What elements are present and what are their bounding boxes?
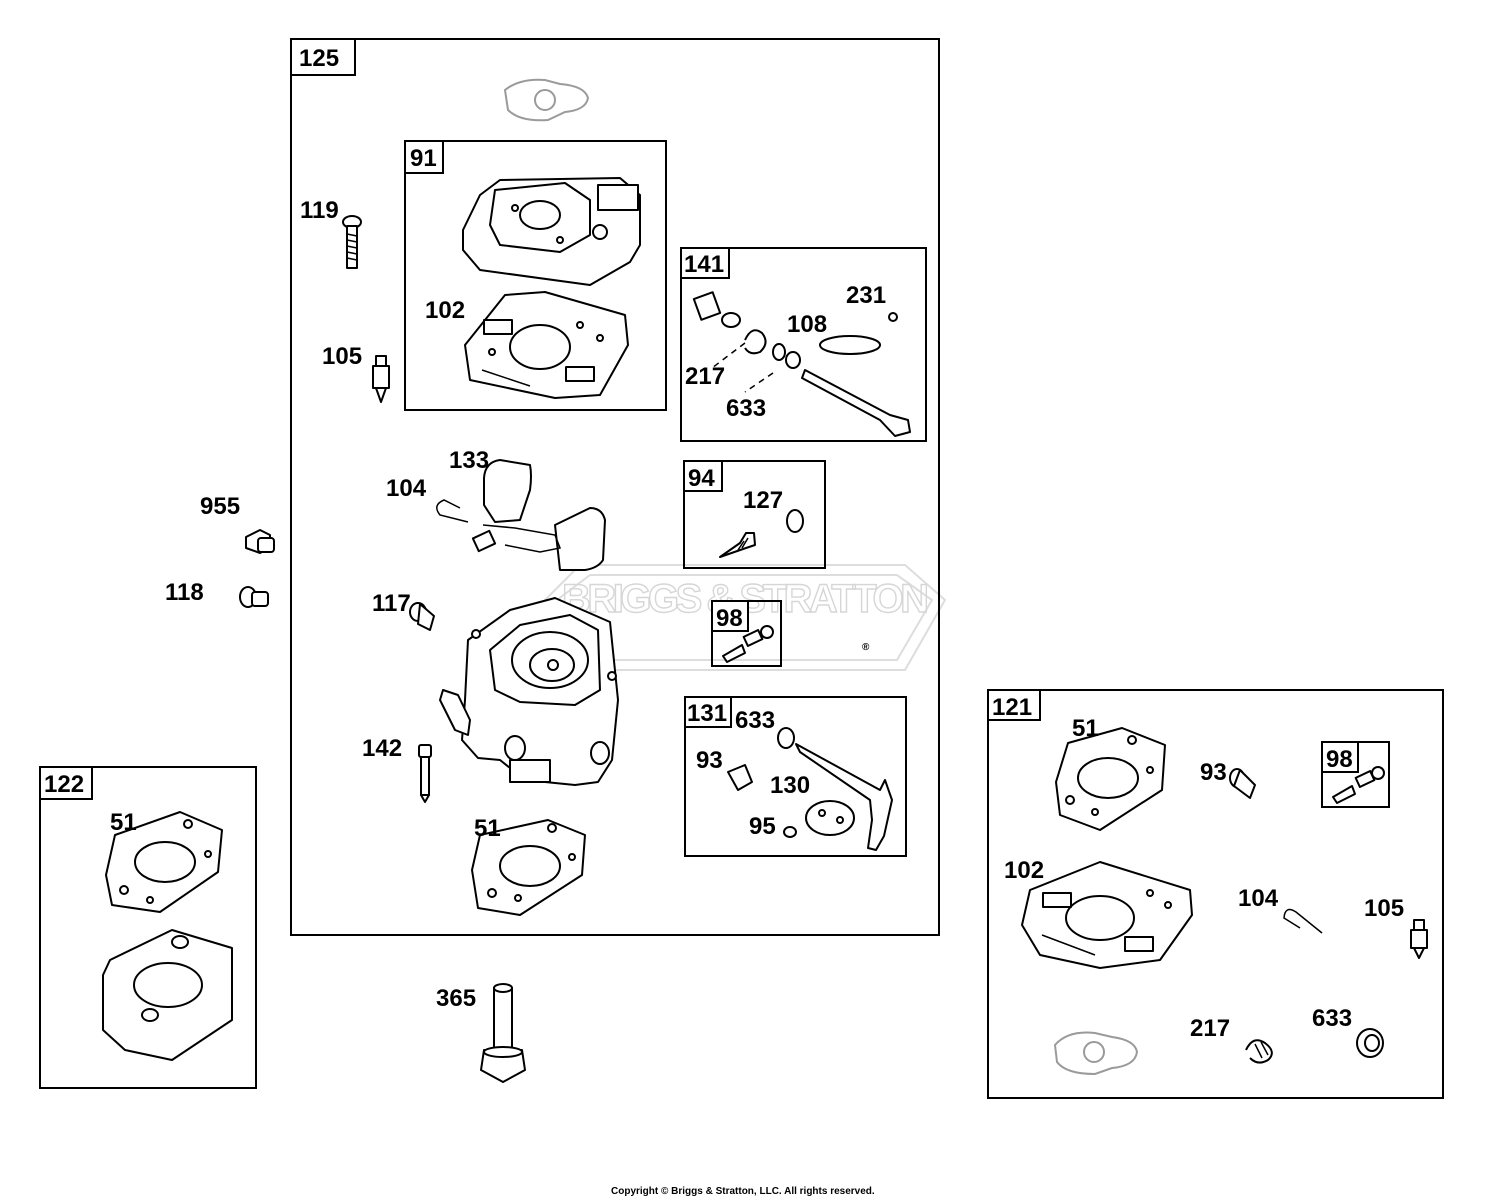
label-217-b[interactable]: 217 (1190, 1015, 1230, 1042)
label-633-c[interactable]: 633 (1312, 1005, 1352, 1032)
label-127[interactable]: 127 (743, 487, 783, 514)
label-104-b[interactable]: 104 (1238, 885, 1279, 912)
emulsion-tube-142[interactable] (418, 744, 432, 803)
group-131-tag (684, 696, 732, 728)
seal-633-c[interactable] (1356, 1028, 1384, 1058)
carburetor-cover-91[interactable] (462, 177, 641, 286)
idle-needle-127[interactable] (719, 509, 804, 558)
group-122-label[interactable]: 122 (44, 771, 84, 798)
group-94-tag (683, 460, 723, 492)
screw-119[interactable] (342, 215, 362, 269)
label-105-b[interactable]: 105 (1364, 895, 1404, 922)
float-needle-105-b[interactable] (1410, 919, 1428, 959)
group-122-tag (39, 766, 93, 800)
gasket-51-a[interactable] (471, 819, 586, 916)
label-633-a[interactable]: 633 (726, 395, 766, 422)
group-131-label[interactable]: 131 (687, 700, 727, 727)
group-94-frame (683, 460, 826, 569)
group-91-tag (404, 140, 444, 174)
group-98-b-tag (1321, 741, 1359, 773)
group-91-label[interactable]: 91 (410, 145, 437, 172)
gasket-outline-bottom (1053, 1031, 1139, 1076)
float-pin-104-b[interactable] (1283, 908, 1323, 934)
copyright-notice: Copyright © Briggs & Stratton, LLC. All … (611, 1186, 875, 1197)
insulator-spacer[interactable] (102, 929, 233, 1061)
group-125-frame (290, 38, 940, 936)
label-217-a[interactable]: 217 (685, 363, 725, 390)
group-125-label[interactable]: 125 (299, 45, 339, 72)
bolt-365[interactable] (480, 983, 526, 1083)
label-108[interactable]: 108 (787, 311, 827, 338)
gasket-51-b[interactable] (105, 811, 223, 913)
carburetor-body[interactable] (439, 597, 619, 786)
label-51-c[interactable]: 51 (1072, 715, 1099, 742)
label-117[interactable]: 117 (372, 590, 411, 617)
label-142[interactable]: 142 (362, 735, 402, 762)
label-104-a[interactable]: 104 (386, 475, 427, 502)
float-needle-105[interactable] (372, 355, 390, 403)
label-105-a[interactable]: 105 (322, 343, 362, 370)
group-122-frame (39, 766, 257, 1089)
label-51-a[interactable]: 51 (474, 815, 501, 842)
group-131-frame (684, 696, 907, 857)
label-102-b[interactable]: 102 (1004, 857, 1044, 884)
group-91-frame (404, 140, 667, 411)
group-141-frame (680, 247, 927, 442)
throttle-parts-131[interactable] (727, 727, 893, 851)
group-121-label[interactable]: 121 (992, 694, 1032, 721)
throttle-shaft-seal-93[interactable] (1229, 768, 1256, 799)
label-118[interactable]: 118 (165, 579, 204, 606)
group-98-a-tag (711, 600, 749, 632)
float-pin-104-a[interactable] (436, 499, 469, 523)
plug-118[interactable] (239, 586, 269, 608)
label-95[interactable]: 95 (749, 813, 776, 840)
group-125-tag (290, 38, 356, 76)
group-141-label[interactable]: 141 (684, 251, 724, 278)
group-121-tag (987, 689, 1041, 721)
group-121-frame (987, 689, 1444, 1099)
label-51-b[interactable]: 51 (110, 809, 137, 836)
group-98-a-label[interactable]: 98 (716, 605, 743, 632)
gasket-102-a[interactable] (464, 291, 629, 399)
screw-spring-98-a[interactable] (722, 625, 774, 663)
gasket-outline-top (503, 78, 590, 122)
choke-parts-141[interactable] (692, 291, 911, 437)
label-133[interactable]: 133 (449, 447, 489, 474)
float-133[interactable] (471, 459, 606, 571)
label-102-a[interactable]: 102 (425, 297, 465, 324)
screw-spring-98-b[interactable] (1332, 766, 1385, 804)
spring-217-b[interactable] (1245, 1039, 1273, 1064)
label-633-b[interactable]: 633 (735, 707, 775, 734)
group-141-tag (680, 247, 730, 279)
watermark-registered: ® (862, 642, 870, 653)
label-93-a[interactable]: 93 (696, 747, 723, 774)
group-94-label[interactable]: 94 (688, 465, 715, 492)
label-365[interactable]: 365 (436, 985, 476, 1012)
group-98-b-label[interactable]: 98 (1326, 746, 1353, 773)
plug-955[interactable] (245, 529, 275, 554)
label-231[interactable]: 231 (846, 282, 886, 309)
gasket-102-b[interactable] (1021, 861, 1193, 969)
gasket-51-c[interactable] (1055, 727, 1166, 831)
label-130[interactable]: 130 (770, 772, 810, 799)
label-93-b[interactable]: 93 (1200, 759, 1227, 786)
label-955[interactable]: 955 (200, 493, 240, 520)
jet-117[interactable] (409, 602, 435, 631)
label-119[interactable]: 119 (300, 197, 339, 224)
